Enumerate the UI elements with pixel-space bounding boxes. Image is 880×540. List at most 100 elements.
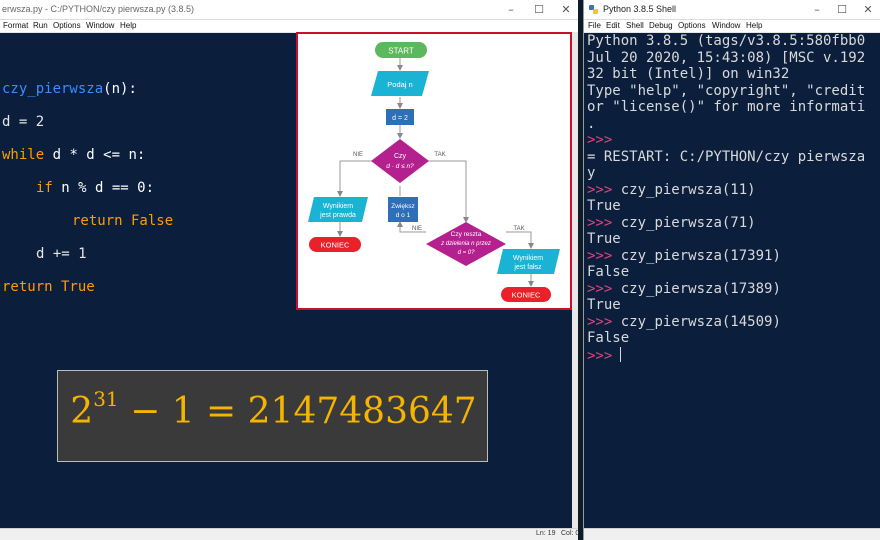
code-line-def: czy_pierwsza(n): [2,81,137,97]
flowchart-end-node-2 [501,287,551,302]
shell-banner-line: Jul 20 2020, 15:43:08) [MSC v.192 [587,49,866,66]
shell-result: True [587,297,621,313]
close-icon[interactable]: ✕ [561,3,571,16]
code-line-increment: d += 1 [36,246,87,262]
flowchart-increment-line2: d o 1 [396,212,411,219]
shell-result: True [587,198,621,214]
flowchart-result-true-node [308,197,368,222]
flowchart-yes-label-1: TAK [434,152,445,158]
shell-menubar: File Edit Shell Debug Options Window Hel… [584,20,880,33]
flowchart-input-node [371,71,429,96]
shell-prompt: >>> [587,347,613,364]
mersenne-formula: 231 − 1 = 2147483647 [58,387,489,432]
maximize-icon[interactable]: ☐ [534,3,544,16]
flowchart-decision-2-line3: d = 0? [458,250,476,256]
menu-run[interactable]: Run [33,21,48,30]
flowchart-input-label: Podaj n [387,80,412,89]
maximize-icon[interactable]: ☐ [837,3,847,16]
menu-shell[interactable]: Shell [626,21,644,30]
flowchart-result-true-line1: Wynikiem [323,203,353,210]
shell-statusbar [584,528,880,540]
flowchart-end-label-2: KONIEC [512,291,541,300]
flowchart-decision-2-line1: Czy reszta [451,231,482,238]
flowchart-start-node [375,42,427,58]
flowchart-assign-label: d = 2 [392,115,408,122]
keyword: while [2,147,45,163]
shell-command-line: >>> czy_pierwsza(17389) [587,281,781,297]
shell-result: False [587,264,630,280]
shell-command: czy_pierwsza(11) [612,181,756,198]
menu-file[interactable]: File [588,21,601,30]
shell-banner-line: . [587,115,596,132]
menu-options[interactable]: Options [53,21,81,30]
code-text: True [52,279,95,295]
editor-scrollbar[interactable] [572,33,578,528]
flowchart-result-false-line2: jest fałsz [513,264,542,271]
shell-title: Python 3.8.5 Shell [603,4,677,14]
flowchart-yes-label-2: TAK [513,226,524,232]
shell-restart-line: y [587,165,596,181]
code-text: n % d == 0: [52,180,155,196]
flowchart-result-true-line2: jest prawda [319,212,356,219]
formula-box: 231 − 1 = 2147483647 [57,370,488,462]
python-icon [589,5,598,14]
menu-format[interactable]: Format [3,21,29,30]
status-line: Ln: 19 [536,530,556,537]
code-text: False [122,213,174,229]
shell-prompt: >>> [587,313,613,330]
editor-titlebar[interactable]: erwsza.py - C:/PYTHON/czy pierwsza.py (3… [0,0,578,20]
function-name: czy_pierwsza [2,81,104,97]
flowchart-assign-node [386,109,414,125]
flowchart-increment-node [388,197,418,222]
minimize-icon[interactable]: – [508,3,514,16]
shell-output[interactable]: Python 3.8.5 (tags/v3.8.5:580fbb0 Jul 20… [584,33,880,528]
shell-titlebar[interactable]: Python 3.8.5 Shell – ☐ ✕ [584,0,880,20]
editor-statusbar: Ln: 19 Col: 0 [0,528,580,540]
flowchart-decision-1-line2: d · d ≤ n? [386,163,414,170]
shell-prompt: >>> [587,132,613,148]
menu-help[interactable]: Help [746,21,763,30]
shell-restart-line: = RESTART: C:/PYTHON/czy pierwsza [587,148,866,165]
keyword: if [36,180,53,196]
flowchart-decision-2-line2: z dzielenia n przez [440,241,491,247]
code-text: d * d <= n: [44,147,146,163]
minimize-icon[interactable]: – [814,3,820,16]
flowchart-diagram: START Podaj n d = 2 Czy d · d ≤ n? NIE T… [296,32,572,310]
flowchart-end-label-1: KONIEC [321,241,350,250]
flowchart-svg: START Podaj n d = 2 Czy d · d ≤ n? NIE T… [308,42,560,302]
code-text: (n): [103,81,137,97]
shell-command-line: >>> czy_pierwsza(14509) [587,314,781,330]
shell-banner-line: or "license()" for more informati [587,99,866,115]
flowchart-increment-line1: Zwiększ [391,203,414,210]
shell-input-line[interactable]: >>> [587,346,622,364]
shell-banner-line: 32 bit (Intel)] on win32 [587,66,790,82]
code-line-if: if n % d == 0: [36,180,154,196]
menu-window[interactable]: Window [86,21,115,30]
formula-rest: − 1 = 2147483647 [118,391,477,432]
shell-window: Python 3.8.5 Shell – ☐ ✕ File Edit Shell… [583,0,880,540]
formula-exponent: 31 [93,387,119,411]
flowchart-no-label-1: NIE [353,152,363,158]
shell-command-line: >>> czy_pierwsza(71) [587,215,756,231]
shell-command-line: >>> czy_pierwsza(11) [587,182,756,198]
menu-help[interactable]: Help [120,21,137,30]
keyword: return [72,213,123,229]
shell-command: czy_pierwsza(14509) [612,313,781,330]
flowchart-decision-1-line1: Czy [394,153,407,160]
menu-edit[interactable]: Edit [606,21,620,30]
code-line-return-false: return False [72,213,173,229]
shell-result: True [587,231,621,247]
code-line-assign: d = 2 [2,114,45,130]
text-cursor [620,346,622,362]
flowchart-result-false-line1: Wynikiem [513,255,543,262]
editor-title: erwsza.py - C:/PYTHON/czy pierwsza.py (3… [2,4,195,14]
status-col: Col: 0 [561,530,580,537]
menu-window[interactable]: Window [712,21,741,30]
menu-debug[interactable]: Debug [649,21,673,30]
keyword: return [2,279,53,295]
menu-options[interactable]: Options [678,21,706,30]
close-icon[interactable]: ✕ [863,3,873,16]
flowchart-no-label-2: NIE [412,226,422,232]
code-line-return-true: return True [2,279,95,295]
shell-banner-line: Type "help", "copyright", "credit [587,82,866,99]
